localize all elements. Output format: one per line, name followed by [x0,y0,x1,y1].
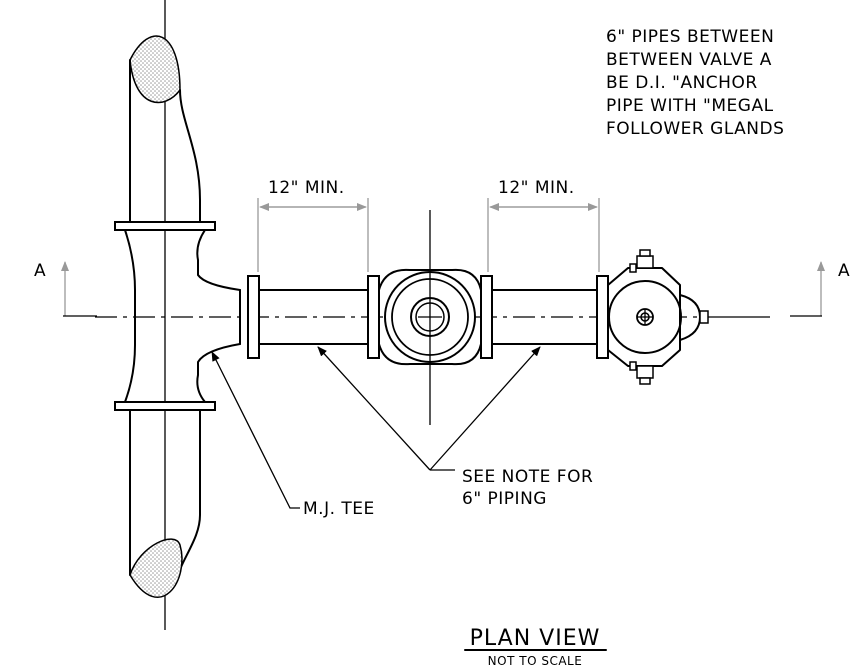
see-note-line2: 6" PIPING [462,489,547,509]
section-mark-left-label: A [34,261,46,281]
note-line-4: PIPE WITH "MEGAL [606,96,774,116]
pipe-break-bottom [129,538,183,598]
note-line-3: BE D.I. "ANCHOR [606,73,758,93]
note-block: 6" PIPES BETWEEN BETWEEN VALVE A BE D.I.… [606,27,784,139]
gate-valve [378,210,482,425]
section-mark-right: A [790,261,850,317]
note-line-5: FOLLOWER GLANDS [606,119,784,139]
dimension-right-label: 12" MIN. [498,178,575,198]
note-line-1: 6" PIPES BETWEEN [606,27,774,47]
view-title-main: PLAN VIEW [470,626,601,651]
hydrant [607,249,709,385]
dimension-left-label: 12" MIN. [268,178,345,198]
section-mark-left: A [34,261,97,317]
pipe-break-top [129,35,181,104]
view-title: PLAN VIEW NOT TO SCALE [464,626,607,667]
main-pipe [114,0,241,630]
dimension-right: 12" MIN. [487,178,600,272]
note-line-2: BETWEEN VALVE A [606,50,772,70]
horizontal-pipe-run [239,210,709,425]
dimension-left: 12" MIN. [257,178,369,272]
see-note-callout: SEE NOTE FOR 6" PIPING [317,346,593,509]
tee-callout: M.J. TEE [211,351,375,519]
section-mark-right-label: A [838,261,850,281]
see-note-line1: SEE NOTE FOR [462,467,593,487]
tee-label: M.J. TEE [303,499,375,519]
view-title-sub: NOT TO SCALE [488,654,583,667]
